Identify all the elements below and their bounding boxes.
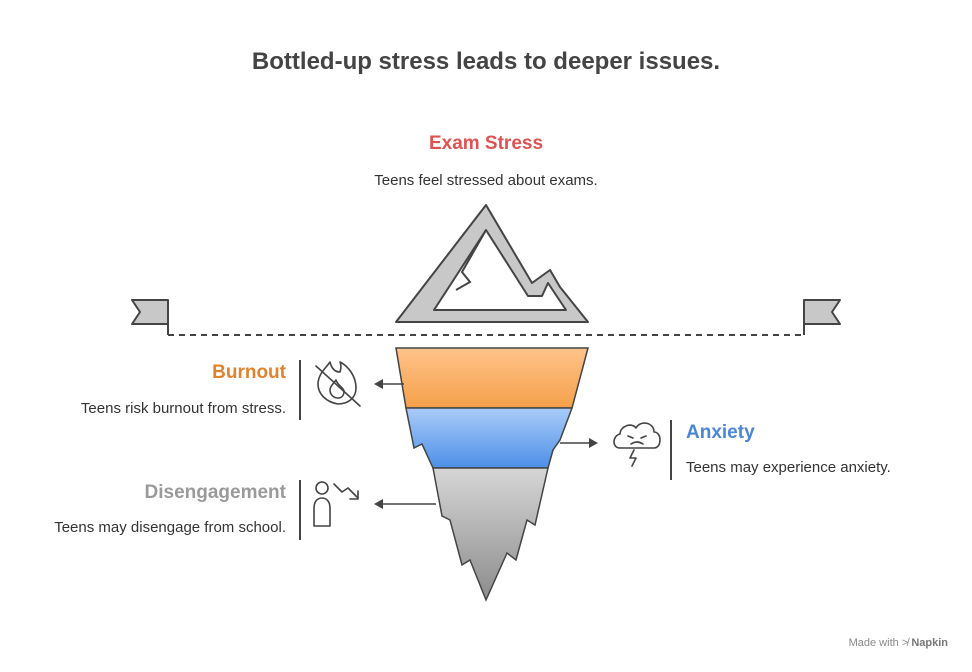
anxiety-heading: Anxiety xyxy=(686,422,755,443)
page-title: Bottled-up stress leads to deeper issues… xyxy=(251,48,721,75)
napkin-brand: Napkin xyxy=(911,637,948,649)
burnout-description: Teens risk burnout from stress. xyxy=(80,400,286,417)
anxiety-arrow xyxy=(560,438,598,448)
exam-stress-description: Teens feel stressed about exams. xyxy=(374,172,598,189)
anxiety-divider xyxy=(670,420,672,480)
burnout-divider xyxy=(299,360,301,420)
disengagement-layer xyxy=(432,467,549,602)
disengagement-arrow xyxy=(374,499,436,509)
disengagement-heading: Disengagement xyxy=(144,482,286,503)
disengagement-description: Teens may disengage from school. xyxy=(54,519,286,536)
burnout-layer xyxy=(395,347,589,409)
footer-credit: Made with ≯ Napkin xyxy=(849,637,948,649)
burnout-arrow xyxy=(374,379,404,389)
anxiety-description: Teens may experience anxiety. xyxy=(686,459,891,476)
burnout-heading: Burnout xyxy=(212,362,286,383)
anxiety-layer xyxy=(405,407,574,469)
left-flag-icon xyxy=(131,299,169,335)
napkin-logo-icon: ≯ xyxy=(901,637,909,649)
right-flag-icon xyxy=(803,299,841,335)
disengagement-divider xyxy=(299,480,301,540)
made-with-text: Made with xyxy=(848,637,899,649)
exam-stress-heading: Exam Stress xyxy=(428,133,544,154)
iceberg-tip xyxy=(395,204,589,323)
person-down-arrow-icon xyxy=(313,481,359,527)
no-fire-icon xyxy=(315,361,361,407)
storm-cloud-icon xyxy=(613,422,661,467)
